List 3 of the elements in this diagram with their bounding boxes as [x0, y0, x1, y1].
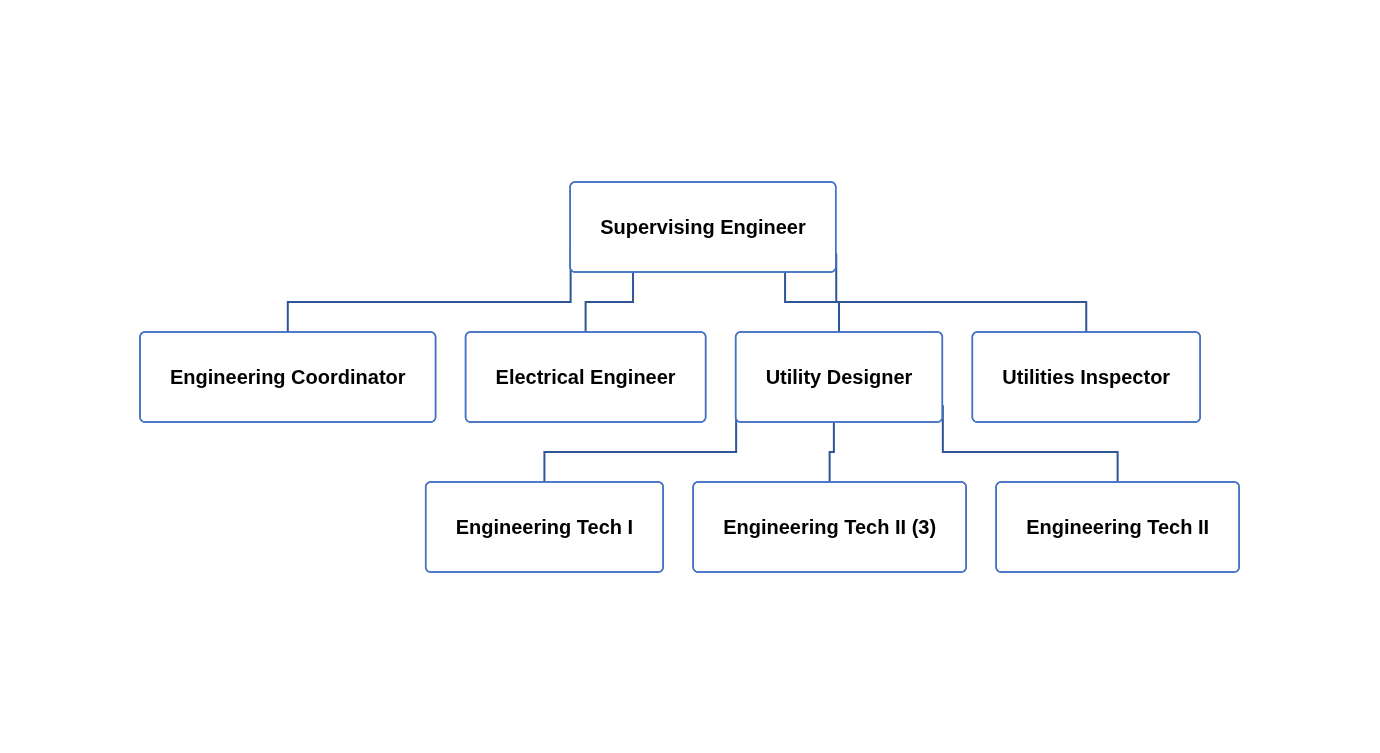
- connector: [829, 421, 836, 483]
- connector: [784, 271, 841, 333]
- connector: [585, 271, 635, 333]
